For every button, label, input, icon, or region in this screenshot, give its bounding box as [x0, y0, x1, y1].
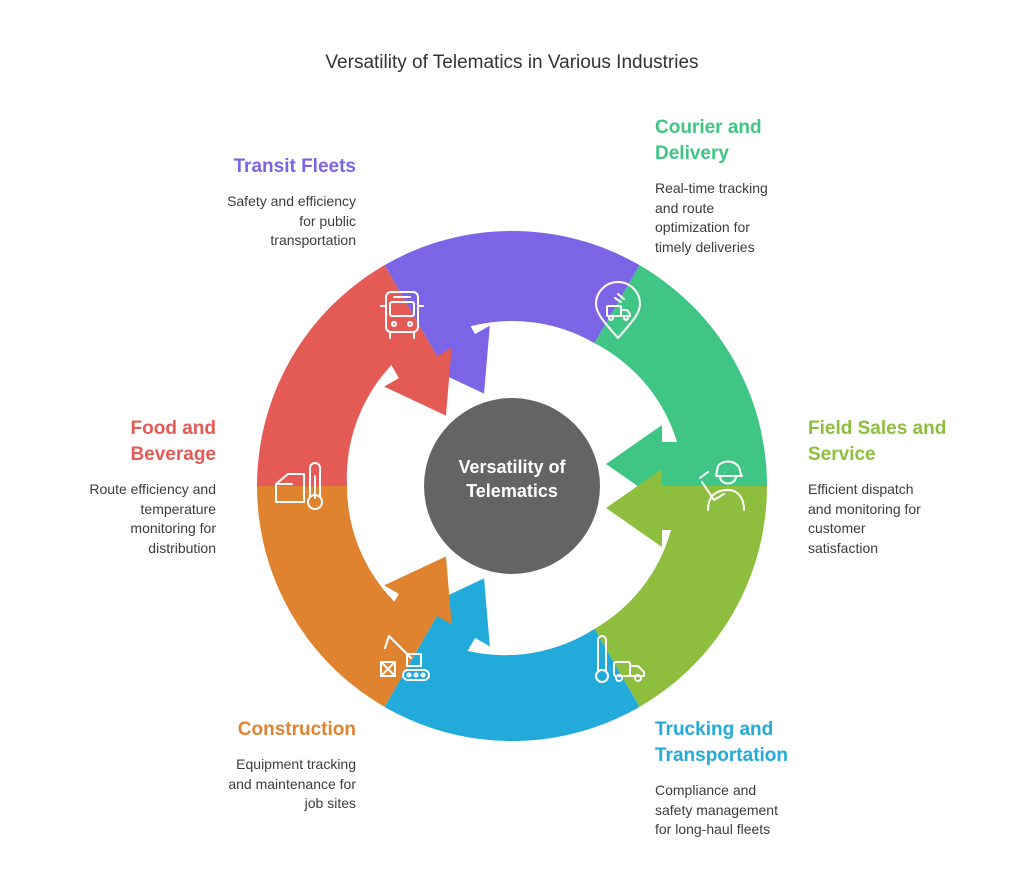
segment-courier — [594, 265, 767, 503]
field-worker-icon — [699, 460, 745, 511]
trucking-label: Trucking and Transportation Compliance a… — [655, 717, 875, 840]
bus-icon — [380, 291, 424, 339]
courier-delivery-description: Real-time tracking and route optimizatio… — [655, 180, 768, 255]
food-beverage-description: Route efficiency and temperature monitor… — [89, 481, 216, 556]
courier-delivery-label: Courier and Delivery Real-time tracking … — [655, 115, 875, 257]
field-sales-heading: Field Sales and Service — [808, 418, 947, 465]
food-beverage-label: Food and Beverage Route efficiency and t… — [0, 416, 216, 558]
field-sales-description: Efficient dispatch and monitoring for cu… — [808, 481, 921, 556]
trucking-description: Compliance and safety management for lon… — [655, 782, 778, 837]
diagram-title: Versatility of Telematics in Various Ind… — [325, 52, 699, 73]
construction-heading: Construction — [237, 719, 356, 740]
construction-label: Construction Equipment tracking and main… — [136, 717, 356, 814]
transit-fleets-label: Transit Fleets Safety and efficiency for… — [136, 154, 356, 251]
center-hub-label: Versatility of Telematics — [458, 457, 566, 501]
transit-fleets-description: Safety and efficiency for public transpo… — [227, 193, 356, 248]
food-beverage-heading: Food and Beverage — [130, 418, 216, 465]
courier-delivery-heading: Courier and Delivery — [655, 117, 762, 164]
construction-description: Equipment tracking and maintenance for j… — [228, 756, 356, 811]
segment-field — [594, 469, 767, 707]
delivery-truck-location-icon — [595, 281, 641, 339]
trucking-heading: Trucking and Transportation — [655, 719, 789, 766]
segment-construction — [257, 486, 452, 707]
segment-food — [257, 265, 452, 486]
center-hub — [424, 398, 600, 574]
field-sales-label: Field Sales and Service Efficient dispat… — [808, 416, 1024, 558]
excavator-icon — [380, 635, 430, 681]
box-thermometer-icon — [275, 462, 323, 510]
thermometer-truck-icon — [595, 635, 645, 683]
transit-fleets-heading: Transit Fleets — [233, 156, 357, 177]
